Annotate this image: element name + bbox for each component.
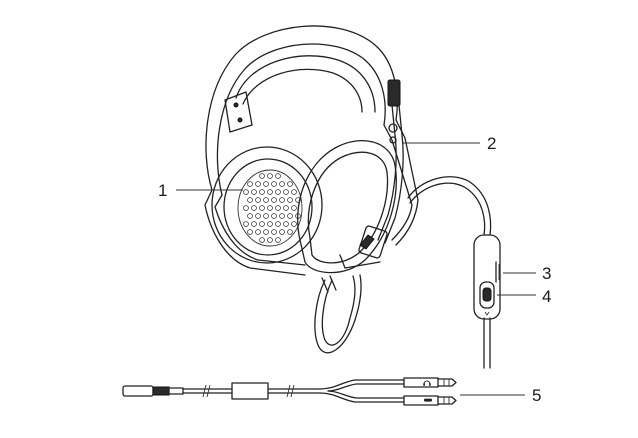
grille-hole xyxy=(263,213,269,219)
grille-hole xyxy=(291,189,297,195)
callout-5-number: 5 xyxy=(532,386,541,405)
grille-hole xyxy=(275,237,281,243)
grille-hole xyxy=(243,189,249,195)
ear-cushion xyxy=(211,146,323,264)
grille-hole xyxy=(259,237,265,243)
grille-hole xyxy=(279,181,285,187)
grille-hole xyxy=(275,221,281,227)
grille-hole xyxy=(263,229,269,235)
inline-control xyxy=(473,234,501,320)
headphone-icon xyxy=(423,380,431,386)
splitter-cable xyxy=(122,377,457,406)
grille-hole xyxy=(251,205,257,211)
grille-hole xyxy=(291,221,297,227)
grille-hole xyxy=(259,189,265,195)
grille-hole xyxy=(247,229,253,235)
grille-hole xyxy=(275,189,281,195)
grille-hole xyxy=(271,197,277,203)
grille-hole xyxy=(287,229,293,235)
grille-hole xyxy=(279,197,285,203)
mic-mute-switch xyxy=(479,281,495,316)
callout-4: 4 xyxy=(497,287,551,306)
grille-hole xyxy=(255,229,261,235)
grille-hole xyxy=(275,205,281,211)
grille-hole xyxy=(263,181,269,187)
grille-hole xyxy=(251,221,257,227)
grille-hole xyxy=(247,197,253,203)
grille-hole xyxy=(251,189,257,195)
grille-hole xyxy=(275,173,281,179)
right-ear-cup xyxy=(297,119,419,274)
grille-hole xyxy=(267,189,273,195)
callout-3-number: 3 xyxy=(542,264,551,283)
volume-wheel xyxy=(495,261,500,283)
callout-1: 1 xyxy=(158,181,243,200)
grille-hole xyxy=(267,205,273,211)
grille-hole xyxy=(247,213,253,219)
callout-1-number: 1 xyxy=(158,181,167,200)
headband xyxy=(204,25,398,276)
callout-2: 2 xyxy=(403,134,496,153)
grille-hole xyxy=(259,173,265,179)
grille-hole xyxy=(271,229,277,235)
microphone-boom xyxy=(358,79,404,259)
speaker-grille xyxy=(243,173,301,243)
grille-hole xyxy=(271,181,277,187)
grille-hole xyxy=(287,197,293,203)
grille-hole xyxy=(283,189,289,195)
grille-hole xyxy=(295,197,301,203)
grille-hole xyxy=(279,213,285,219)
grille-hole xyxy=(267,237,273,243)
callout-3: 3 xyxy=(503,264,551,283)
grille-hole xyxy=(255,213,261,219)
callout-4-number: 4 xyxy=(542,287,551,306)
grille-hole xyxy=(267,173,273,179)
grille-hole xyxy=(283,221,289,227)
grille-hole xyxy=(287,181,293,187)
grille-hole xyxy=(255,197,261,203)
grille-hole xyxy=(263,197,269,203)
mic-icon xyxy=(424,398,432,402)
headset-cable xyxy=(314,176,492,369)
grille-hole xyxy=(287,213,293,219)
callout-2-number: 2 xyxy=(487,134,496,153)
grille-hole xyxy=(243,221,249,227)
grille-hole xyxy=(267,221,273,227)
grille-hole xyxy=(271,213,277,219)
grille-hole xyxy=(259,205,265,211)
grille-hole xyxy=(283,205,289,211)
callout-5: 5 xyxy=(460,386,541,405)
grille-hole xyxy=(243,205,249,211)
grille-hole xyxy=(255,181,261,187)
grille-hole xyxy=(291,205,297,211)
grille-hole xyxy=(247,181,253,187)
grille-hole xyxy=(259,221,265,227)
grille-hole xyxy=(279,229,285,235)
